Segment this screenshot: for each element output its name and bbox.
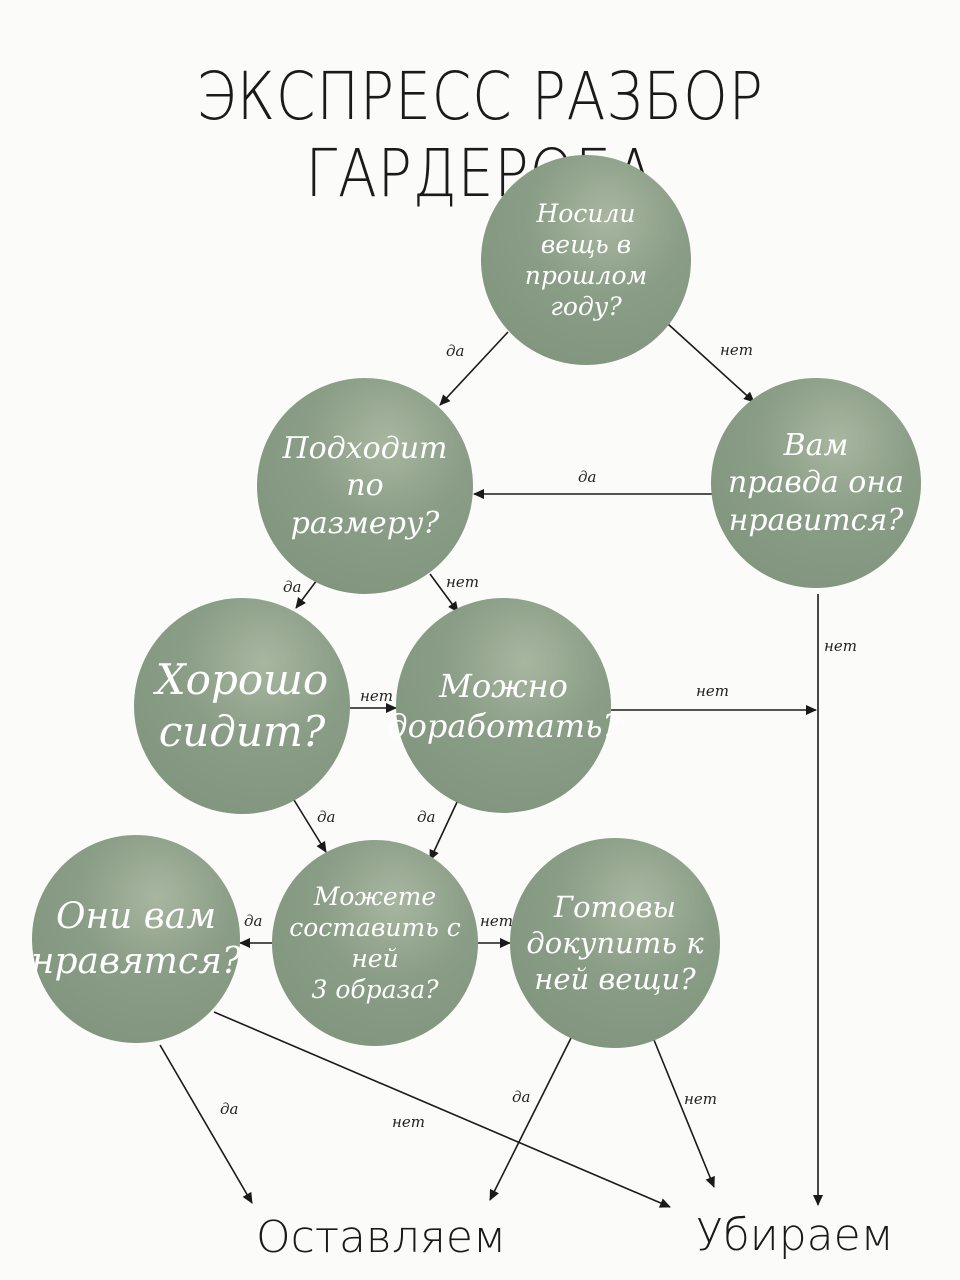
- node-really-like-text: Вам правда она нравится?: [727, 427, 904, 538]
- node-fits-size-text: Подходит по размеру?: [282, 430, 448, 541]
- node-do-you-like: Они вам нравятся?: [31, 835, 241, 1043]
- label-q4-yes: да: [317, 808, 336, 826]
- node-sits-well-text: Хорошо сидит?: [155, 654, 329, 757]
- node-fits-size: Подходит по размеру?: [257, 378, 473, 594]
- arrow-q1-no: [667, 323, 755, 403]
- label-q1-no: нет: [720, 341, 753, 359]
- label-q5-yes: да: [417, 808, 436, 826]
- arrow-q7-no: [213, 1011, 671, 1208]
- arrow-q7-yes: [159, 1044, 253, 1204]
- label-q6-no: нет: [480, 912, 513, 930]
- arrow-q5-yes: [429, 799, 459, 861]
- label-q7-yes: да: [220, 1100, 239, 1118]
- node-sits-well: Хорошо сидит?: [134, 598, 350, 814]
- label-q3-no: нет: [446, 573, 479, 591]
- arrow-q3-no: [429, 573, 459, 613]
- label-q3-yes: да: [283, 578, 302, 596]
- label-q7-no: нет: [392, 1113, 425, 1131]
- outcome-remove: Убираем: [696, 1210, 894, 1261]
- arrow-q8-yes: [489, 1035, 573, 1201]
- label-q4-no: нет: [360, 687, 393, 705]
- arrow-q4-yes: [293, 799, 327, 853]
- label-q6-yes: да: [244, 912, 263, 930]
- node-really-like: Вам правда она нравится?: [711, 378, 921, 588]
- node-wore-last-year-text: Носили вещь в прошлом году?: [524, 198, 648, 322]
- arrow-q8-no: [653, 1039, 715, 1188]
- node-wore-last-year: Носили вещь в прошлом году?: [481, 155, 691, 365]
- node-three-outfits: Можете составить с ней 3 образа?: [272, 840, 478, 1046]
- label-q1-yes: да: [446, 342, 465, 360]
- label-q8-no: нет: [684, 1090, 717, 1108]
- label-q2-no: нет: [824, 637, 857, 655]
- node-can-alter-text: Можно доработать?: [387, 666, 620, 745]
- node-buy-more-text: Готовы докупить к ней вещи?: [526, 889, 704, 997]
- outcome-keep: Оставляем: [256, 1212, 507, 1263]
- label-q5-no: нет: [696, 682, 729, 700]
- node-buy-more: Готовы докупить к ней вещи?: [510, 838, 720, 1048]
- node-can-alter: Можно доработать?: [387, 598, 620, 813]
- label-q8-yes: да: [512, 1088, 531, 1106]
- label-q2-yes: да: [578, 468, 597, 486]
- node-do-you-like-text: Они вам нравятся?: [30, 896, 242, 982]
- node-three-outfits-text: Можете составить с ней 3 образа?: [289, 881, 461, 1005]
- arrow-q1-yes: [439, 331, 509, 406]
